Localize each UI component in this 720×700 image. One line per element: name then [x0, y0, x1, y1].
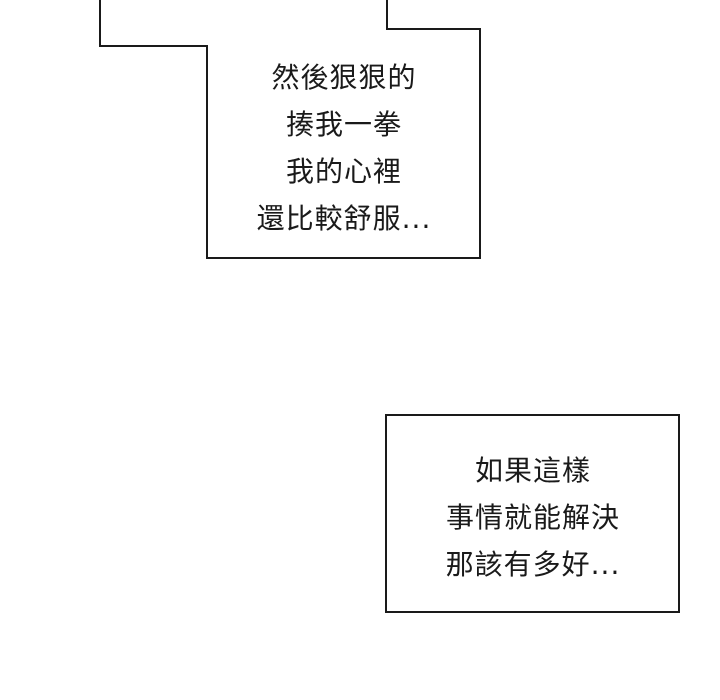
caption-line: 我的心裡	[285, 155, 402, 188]
speech-box-bottom	[385, 414, 680, 613]
caption-line: 然後狠狠的	[271, 61, 417, 94]
caption-box-top: 然後狠狠的 揍我一拳 我的心裡 還比較舒服...	[208, 54, 480, 242]
caption-line: 事情就能解決	[445, 501, 620, 534]
caption-line: 如果這樣	[474, 454, 591, 487]
caption-line: 那該有多好...	[445, 548, 621, 581]
caption-line: 還比較舒服...	[256, 202, 432, 235]
speech-box-top	[99, 0, 481, 259]
caption-line: 揍我一拳	[285, 108, 402, 141]
caption-box-bottom: 如果這樣 事情就能解決 那該有多好...	[387, 447, 679, 588]
